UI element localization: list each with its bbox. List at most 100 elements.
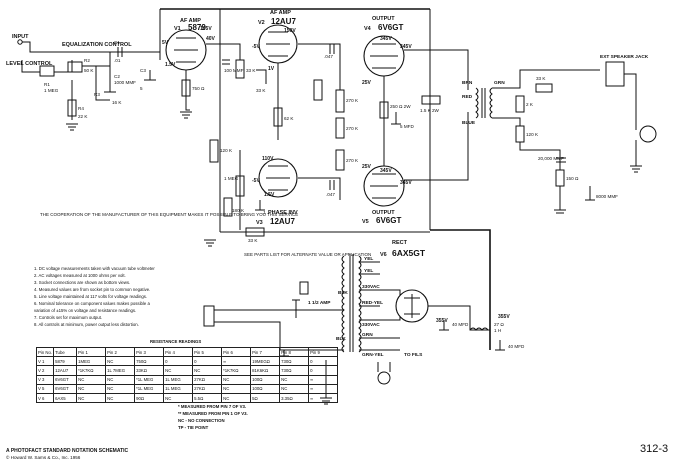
r1-level-pot-symbol <box>39 65 55 77</box>
r17-value: 250 Ω 2W <box>390 104 411 109</box>
v1-screen-voltage: 105V <box>200 26 212 32</box>
r11-symbol <box>223 197 233 217</box>
c6-symbol <box>329 44 335 54</box>
c7-value: .1 <box>262 210 266 215</box>
note-9: 8. All controls at minimum, power output… <box>34 322 139 327</box>
c10b-symbol <box>495 340 505 351</box>
table-cell: 0 <box>192 356 223 367</box>
table-cell: NC <box>163 392 194 404</box>
r14-symbol <box>335 89 345 113</box>
v5-plate-out <box>404 112 469 181</box>
v1-cathode-wire <box>185 70 190 111</box>
v5-ref-label: V5 <box>362 219 369 225</box>
table-cell: 6AX5 <box>53 392 78 404</box>
v6-role-label: RECT <box>392 240 408 246</box>
resistance-table-title: RESISTANCE READINGS <box>150 339 201 344</box>
v4-ref-label: V4 <box>364 26 372 32</box>
r2-eq-pot-symbol <box>67 61 83 73</box>
wire-blue-label: BLUE <box>462 120 476 126</box>
ac-plug-symbol <box>203 305 215 327</box>
output-transformer-primary <box>475 87 479 119</box>
r15-symbol <box>335 149 345 171</box>
to-fils-label: TO FILS <box>404 352 423 358</box>
v1-type-label: 5879 <box>188 23 206 32</box>
wire-yel-label-b: YEL <box>364 268 373 274</box>
wire-red-label: RED <box>462 94 473 100</box>
table-cell: *1K7KΩ <box>221 365 252 376</box>
cooperation-note: THE COOPERATION OF THE MANUFACTURER OF T… <box>40 212 298 217</box>
v4-screen-voltage: 345V <box>380 36 392 42</box>
table-row: V 3 6V6GT NC NC *1L MEG 1L MEG 27KΩ NC 1… <box>35 374 339 385</box>
table-header-cell: Pin 1 <box>76 346 107 358</box>
table-cell: 100Ω <box>250 383 281 394</box>
r1-ref: R1 <box>44 82 50 87</box>
r12-symbol <box>313 79 323 101</box>
table-cell: V 6 <box>35 392 55 404</box>
note-2: 2. AC voltages measured at 1000 ohms per… <box>34 273 126 278</box>
table-cell: NC <box>76 392 107 404</box>
r16-symbol <box>335 117 345 139</box>
v3-grid-voltage: -5V <box>252 178 260 184</box>
input-jack-symbol <box>17 39 23 45</box>
v6-ref-label: V6 <box>380 252 387 258</box>
table-cell: ∞ <box>221 356 252 367</box>
table-cell: NC <box>221 392 252 404</box>
r15-value: 270 K <box>346 158 359 163</box>
table-cell: 750Ω <box>134 356 165 367</box>
table-cell: ∞ <box>308 374 339 385</box>
table-cell: NC <box>76 383 107 394</box>
table-cell: NC <box>192 365 223 376</box>
table-cell: *1L MEG <box>134 383 165 394</box>
table-footnote-3: NC - NO CONNECTION <box>178 418 225 423</box>
fil-wires <box>359 337 400 351</box>
v1-ref-label: V1 <box>174 26 181 32</box>
r7-value: 120 K <box>220 148 233 153</box>
v5-role-label: OUTPUT <box>372 210 395 216</box>
ac-line-wire-b <box>214 321 344 351</box>
table-cell: 6V6GT <box>53 374 78 385</box>
v4-role-label: OUTPUT <box>372 16 395 22</box>
r21-value: 120 K <box>526 132 539 137</box>
r18-symbol <box>421 95 441 105</box>
hv-top-wire <box>359 289 401 300</box>
speaker-wire <box>624 73 637 130</box>
wire-grn-label-b: GRN <box>362 332 373 338</box>
table-cell: 5.5Ω <box>192 392 223 404</box>
v5-screen-voltage: 345V <box>380 168 392 174</box>
v3-role-label: PHASE INV <box>268 210 298 216</box>
feedback-wire <box>519 142 561 170</box>
c1-value: .01 <box>114 58 121 63</box>
r4-value: 22 K <box>78 114 88 119</box>
r20-value: 2 K <box>526 102 534 107</box>
r19-symbol <box>535 83 553 93</box>
note-7: variation of ±15% on voltage and resista… <box>34 308 136 313</box>
table-header-cell: Pin 4 <box>163 346 194 358</box>
r22-symbol <box>555 169 565 187</box>
v2-plate-out <box>298 43 341 90</box>
note-3: 3. Socket connections are shown as botto… <box>34 280 130 285</box>
v1-cathode-voltage: 5V <box>162 40 169 46</box>
v1-role-label: AF AMP <box>180 18 201 24</box>
table-cell: V 1 <box>35 356 55 367</box>
wire-grn-label: GRN <box>494 80 505 86</box>
table-header-cell: Pin 3 <box>134 346 165 358</box>
table-cell: 3.35Ω <box>279 392 310 404</box>
c12-symbol <box>585 186 595 201</box>
v1-plate-voltage: 40V <box>206 36 216 42</box>
volts-330ac-b: 330VAC <box>362 322 380 328</box>
table-cell: NC <box>163 365 194 376</box>
r5-value: 750 Ω <box>192 86 205 91</box>
c11-value: 20,000 MMF <box>538 156 564 161</box>
table-cell: 0 <box>163 356 194 367</box>
speaker-symbol <box>639 125 657 143</box>
r18-value: 1.5 K 2W <box>420 108 440 113</box>
r8-value: 62 K <box>284 116 294 121</box>
table-footnote-4: TP - TIE POINT <box>178 425 209 430</box>
v5-type-label: 6V6GT <box>376 216 401 225</box>
ground-1 <box>66 123 78 131</box>
wire-red-yel-label: RED-YEL <box>362 300 383 306</box>
table-header-cell: Pin 9 <box>308 346 339 358</box>
r19-value: 33 K <box>536 76 546 81</box>
